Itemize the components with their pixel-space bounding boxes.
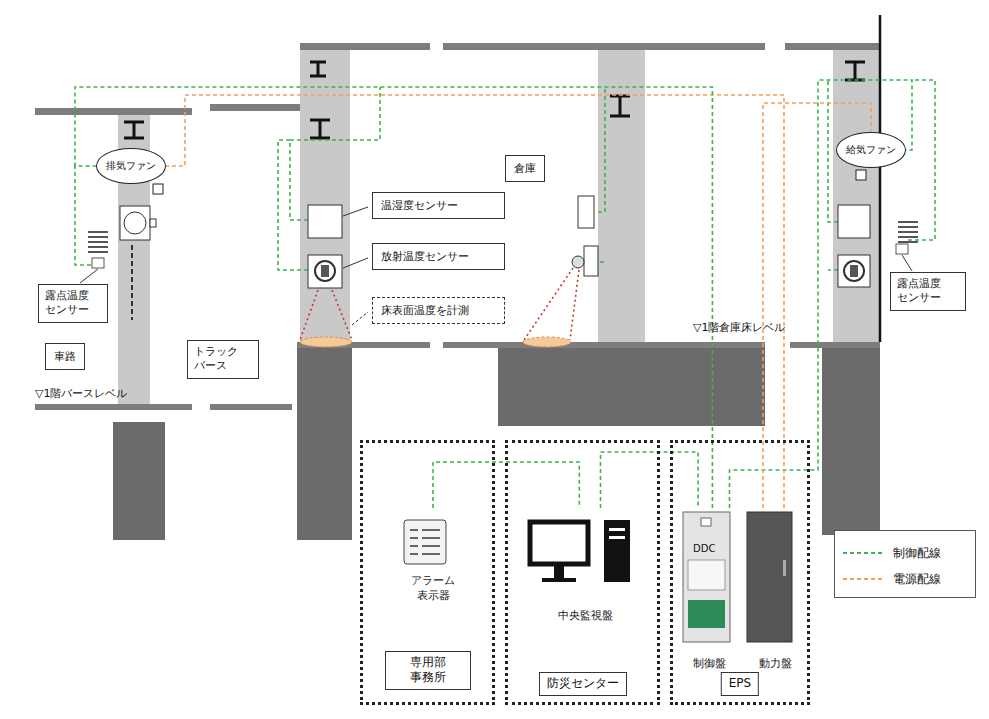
group-label: EPS [721, 672, 759, 696]
node-text: 温湿度センサー [381, 198, 496, 213]
callout-box: 温湿度センサー [372, 192, 505, 219]
node-text: 車路 [54, 349, 76, 364]
callout-box: 露点温度 センサー [890, 272, 966, 311]
legend-box: 制御配線 電源配線 [834, 530, 976, 598]
panel-label: DDC [693, 543, 715, 554]
level-label: ▽1階バースレベル [35, 386, 127, 401]
group-label: 防災センター [539, 672, 627, 696]
equipment-node: 中央監視盤 [523, 508, 648, 623]
node-text: 中央監視盤 [523, 609, 648, 623]
wire-connector [730, 80, 913, 508]
area-label: 車路 [45, 343, 85, 370]
beam-symbol [124, 62, 865, 138]
measure-cone [300, 268, 579, 340]
node-text: 放射温度センサー [381, 249, 496, 264]
measure-spot [523, 337, 571, 347]
room-group: 専用部 事務所 アラーム 表示器 [360, 440, 495, 705]
node-text: 露点温度 センサー [45, 289, 101, 318]
leader-line [902, 255, 912, 271]
area-label: トラック バース [187, 340, 259, 379]
wire-connector [166, 95, 784, 508]
legend-text: 電源配線 [893, 571, 941, 588]
node-text: アラーム 表示器 [398, 574, 468, 603]
fan-node: 給気ファン [836, 132, 906, 168]
equipment-node: 制御盤 [681, 508, 738, 671]
exhaust-grille [120, 206, 156, 320]
measure-spot [300, 337, 352, 347]
room-group: EPS制御盤動力盤 [670, 440, 810, 705]
equipment-node: 動力盤 [745, 508, 805, 671]
fan-node: 排気ファン [96, 148, 166, 184]
node-text: 露点温度 センサー [897, 277, 959, 306]
power-cabinet [747, 512, 792, 642]
leader-line [343, 207, 368, 325]
legend-text: 制御配線 [893, 545, 941, 562]
legend-sample [843, 574, 885, 584]
legend-sample [843, 548, 885, 558]
callout-box: 床表面温度を計測 [372, 297, 505, 324]
wire-connector [601, 452, 699, 508]
control-wire [75, 80, 935, 270]
control-cabinet [683, 512, 730, 642]
node-text: トラック バース [194, 345, 252, 374]
legend-row: 制御配線 [843, 543, 941, 563]
node-text: 給気ファン [846, 143, 896, 157]
callout-box: 放射温度センサー [372, 243, 505, 270]
node-text: 動力盤 [745, 657, 805, 671]
node-text: 排気ファン [106, 159, 156, 173]
wall-line [879, 15, 882, 342]
alarm-display-icon [404, 520, 446, 564]
fan-terminal [153, 184, 163, 194]
legend-row: 電源配線 [843, 569, 941, 589]
level-label: ▽1階倉庫床レベル [693, 320, 785, 335]
node-text: 床表面温度を計測 [381, 303, 496, 318]
room-group: 防災センター 中央監視盤 [505, 440, 660, 705]
area-label: 倉庫 [505, 155, 545, 182]
leader-line [80, 269, 98, 283]
node-text: 倉庫 [514, 161, 536, 176]
equipment-node: アラーム 表示器 [398, 508, 468, 603]
wire-connector [75, 87, 712, 508]
node-text: 制御盤 [681, 657, 738, 671]
monitor-icon [530, 520, 630, 582]
fan-terminal [856, 170, 866, 180]
group-label: 専用部 事務所 [385, 651, 471, 690]
callout-box: 露点温度 センサー [38, 284, 108, 323]
